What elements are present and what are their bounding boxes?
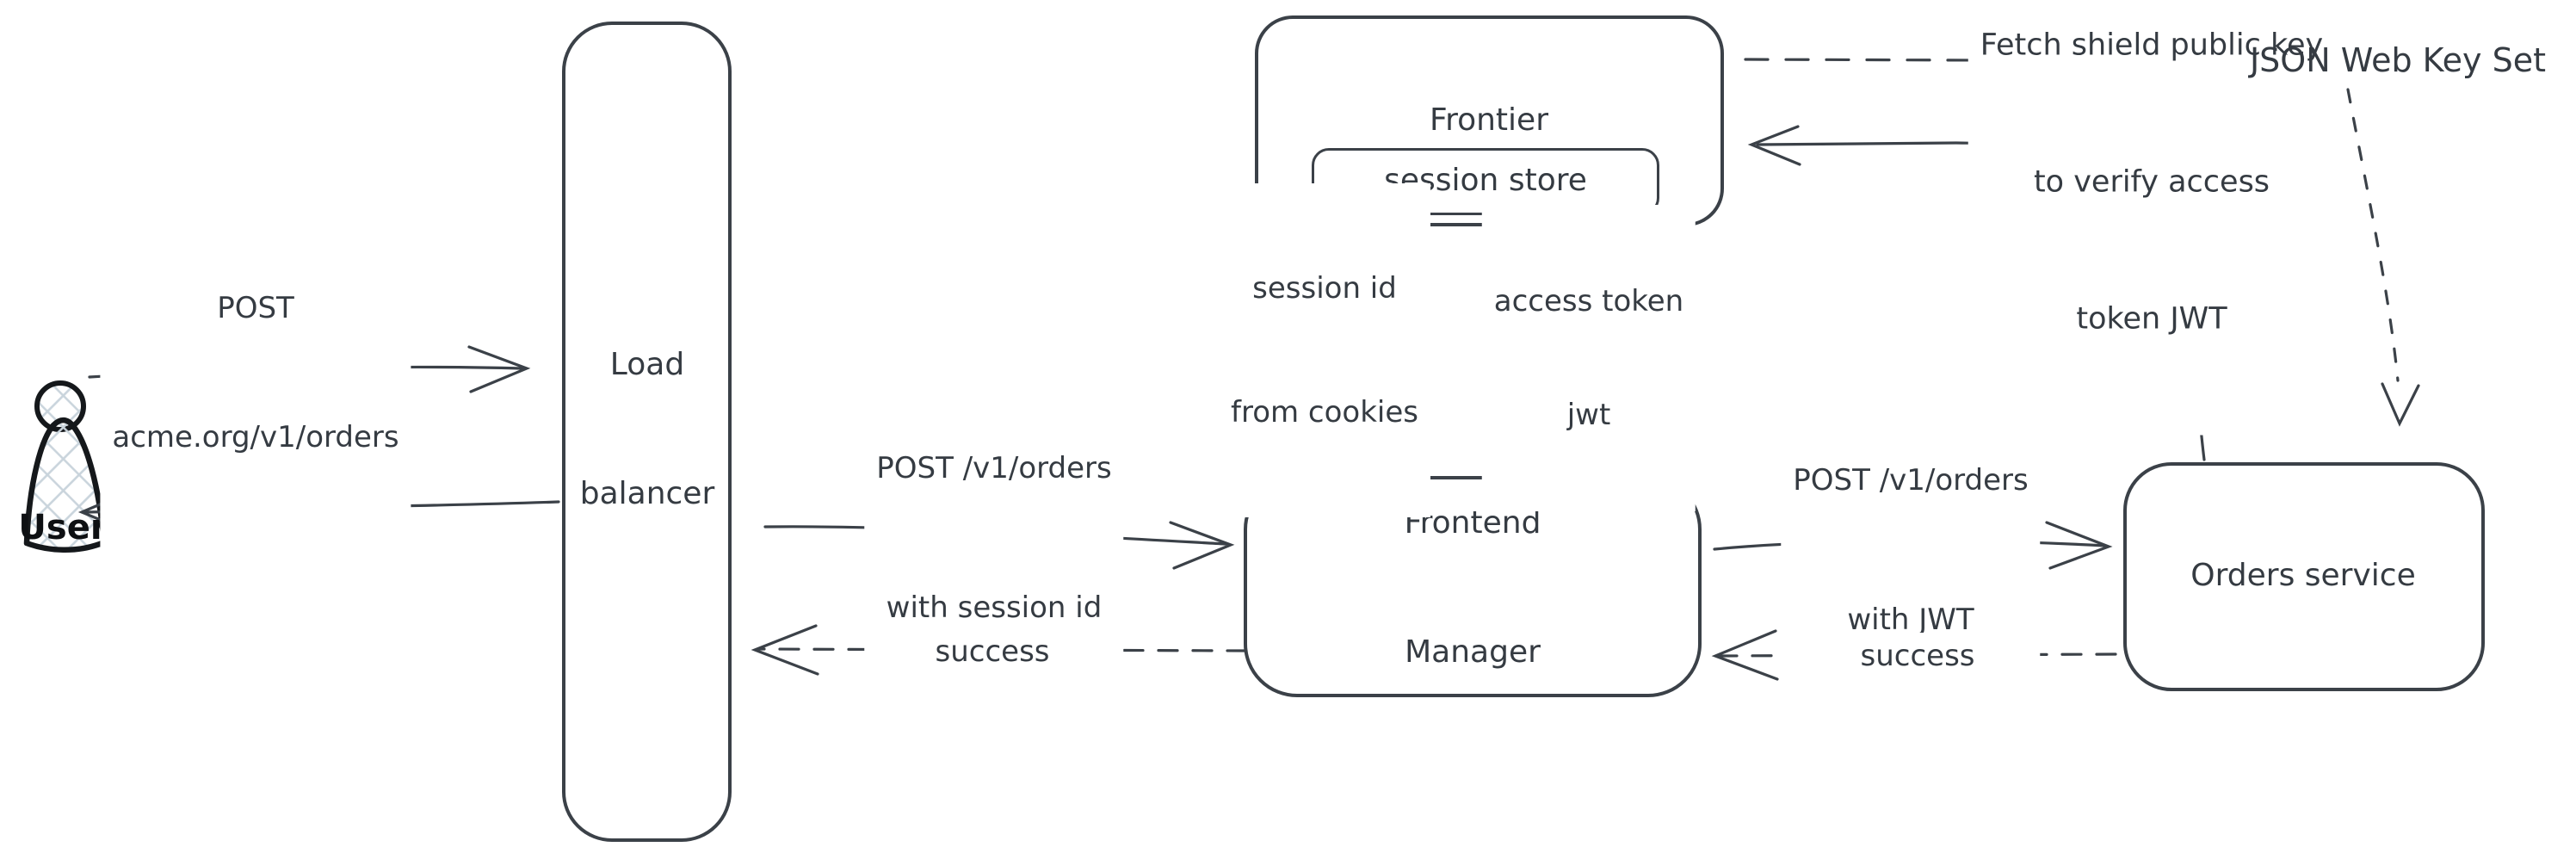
arrow-frontier-to-jwks [1744, 58, 2229, 63]
orders-service-node [2123, 462, 2485, 691]
load-balancer-node [562, 22, 732, 842]
edge-label-jwks: JSON Web Key Set [2249, 41, 2547, 79]
edge-label-success-lb: success [923, 628, 1062, 675]
edge-label-post-acme: POST acme.org/v1/orders [100, 199, 411, 547]
frontier-label: Frontier [1429, 102, 1549, 138]
user-icon [23, 380, 108, 553]
orders-service-label: Orders service [2190, 558, 2416, 593]
edge-label-fetch-shield-key: Fetch shield public key to verify access… [1968, 0, 2336, 436]
user-label: User [18, 508, 108, 547]
edge-label-access-token-jwt: access token jwt [1481, 205, 1696, 511]
edge-label-success-orders: success [1848, 633, 1987, 679]
frontend-manager-node [1244, 476, 1702, 697]
load-balancer-label: Load balancer [579, 347, 715, 511]
arrow-jwks-to-orders [2346, 88, 2420, 427]
edge-label-session-id-cookies: session id from cookies [1219, 183, 1430, 517]
session-store-label: session store [1384, 163, 1587, 198]
